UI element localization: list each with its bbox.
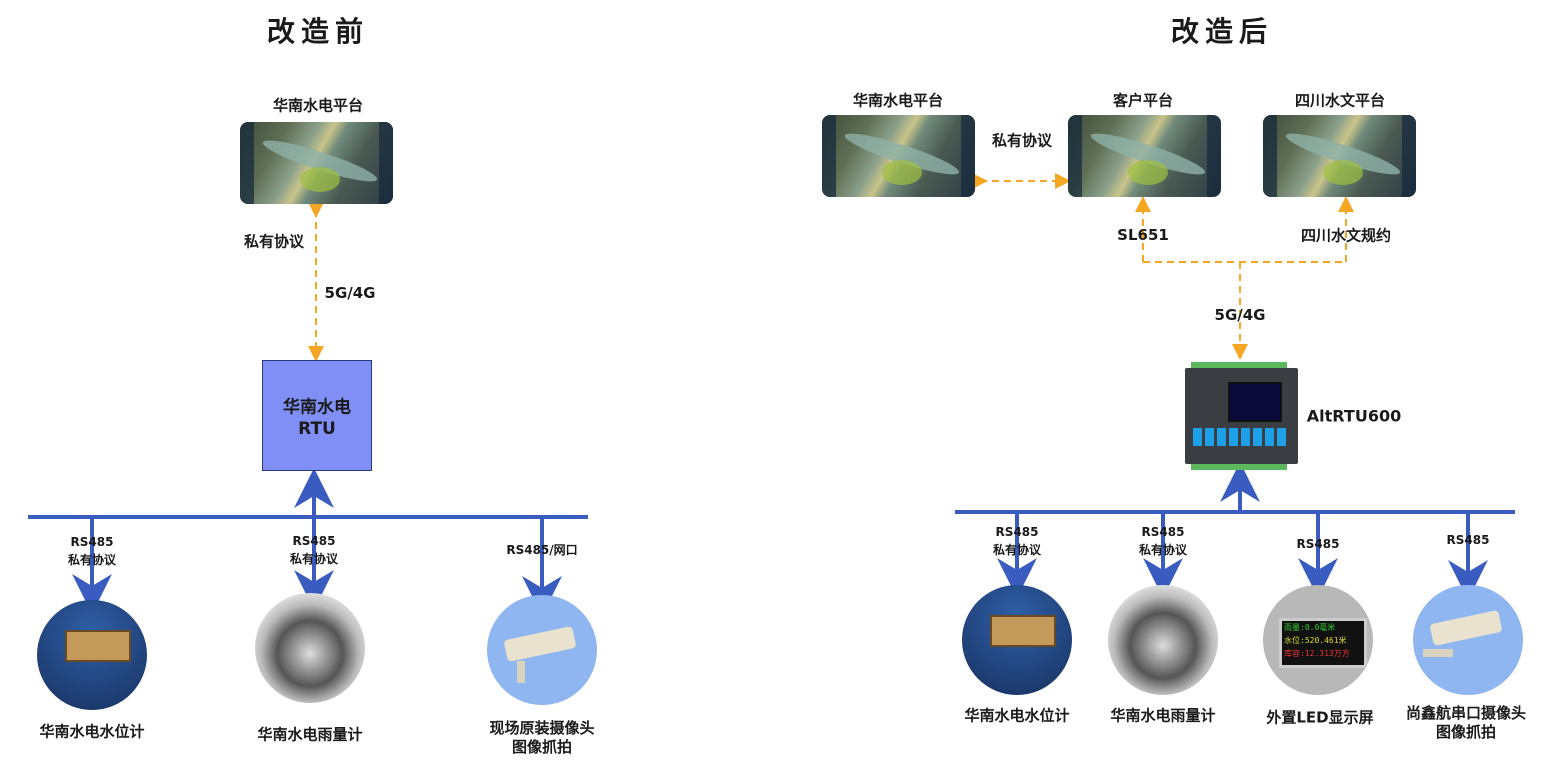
network-label: 5G/4G	[324, 284, 376, 302]
rain-gauge-image	[255, 593, 365, 703]
drop-label: RS485	[1296, 537, 1340, 551]
platform-screenshot	[822, 115, 975, 197]
device-label: 华南水电雨量计	[1110, 706, 1216, 725]
platform-screenshot	[1068, 115, 1221, 197]
water-level-gauge-image	[962, 585, 1072, 695]
device-label: 外置LED显示屏	[1266, 708, 1374, 727]
camera-image	[1413, 585, 1523, 695]
before-title: 改造前	[266, 15, 370, 48]
device-label: 华南水电雨量计	[257, 725, 363, 744]
sichuan-protocol-label: 四川水文规约	[1300, 226, 1392, 245]
platform-label: 华南水电平台	[272, 96, 364, 115]
rain-gauge-image	[1108, 585, 1218, 695]
platform-label: 客户平台	[1112, 91, 1174, 110]
rtu-box: 华南水电 RTU	[262, 360, 372, 471]
altrtu600-device-image	[1185, 362, 1298, 472]
peer-protocol-label: 私有协议	[991, 131, 1053, 150]
platform-label: 华南水电平台	[852, 91, 944, 110]
device-label: 尚鑫航串口摄像头图像抓拍	[1405, 704, 1527, 741]
rtu-label: 华南水电	[283, 397, 351, 418]
rtu-label-2: RTU	[298, 419, 336, 439]
after-title: 改造后	[1170, 15, 1274, 48]
network-label: 5G/4G	[1214, 306, 1266, 324]
device-label: 华南水电水位计	[964, 706, 1070, 725]
device-label: 现场原装摄像头图像抓拍	[489, 719, 595, 756]
protocol-label: 私有协议	[243, 232, 305, 251]
device-label: 华南水电水位计	[39, 722, 145, 741]
camera-image	[487, 595, 597, 705]
water-level-gauge-image	[37, 600, 147, 710]
led-display-image: 雨量:0.0毫米水位:520.461米库容:12.313万方	[1263, 585, 1373, 695]
platform-screenshot	[1263, 115, 1416, 197]
device-label: AltRTU600	[1306, 406, 1402, 426]
platform-label: 四川水文平台	[1294, 91, 1386, 110]
drop-label: RS485/网口	[506, 543, 578, 557]
platform-screenshot	[240, 122, 393, 204]
sl651-label: SL651	[1117, 226, 1169, 244]
drop-label: RS485	[1446, 533, 1490, 547]
